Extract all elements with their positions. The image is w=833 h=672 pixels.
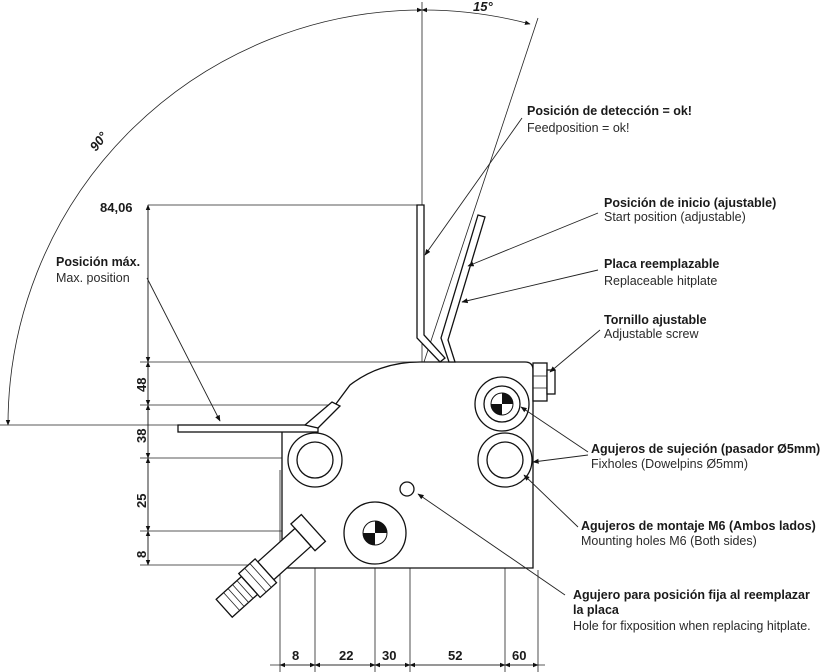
cable-connector: [215, 513, 327, 619]
callout-fixholes-es: Agujeros de sujeción (pasador Ø5mm): [591, 442, 820, 456]
collar-ridge-2: [244, 567, 267, 593]
callout-fixhole-es-1: Agujero para posición fija al reemplazar: [573, 588, 810, 602]
plug-ridge-1: [236, 580, 254, 599]
max-plate-bend: [303, 401, 342, 429]
connector-plug: [215, 575, 259, 619]
callout-hitplate-en: Replaceable hitplate: [604, 274, 717, 288]
callout-hitplate-es: Placa reemplazable: [604, 257, 719, 271]
vertical-dimensions: 84,06 48 38 25 8: [100, 200, 525, 566]
callout-detection-en: Feedposition = ok!: [527, 121, 630, 135]
dim-label-8: 8: [134, 551, 149, 558]
callout-screw-en: Adjustable screw: [604, 327, 699, 341]
callout-start-es: Posición de inicio (ajustable): [604, 196, 776, 210]
angle-90-label: 90°: [87, 128, 111, 153]
arc-15: [421, 7, 531, 25]
angle-15-label: 15°: [473, 0, 493, 14]
start-plate: [440, 214, 486, 363]
leader-fixhole-right: [532, 454, 589, 464]
callout-mounting-en: Mounting holes M6 (Both sides): [581, 534, 757, 548]
leader-mounting: [523, 474, 579, 528]
callout-start-en: Start position (adjustable): [604, 210, 746, 224]
callout-mounting-es: Agujeros de montaje M6 (Ambos lados): [581, 519, 816, 533]
dim-label-h60: 60: [512, 648, 526, 663]
center-mark-mount: [362, 520, 388, 546]
detection-plate: [416, 204, 446, 363]
dim-label-h8: 8: [292, 648, 299, 663]
dim-label-h30: 30: [382, 648, 396, 663]
leader-start: [467, 212, 599, 267]
dim-label-48: 48: [134, 378, 149, 392]
max-position-plate: [177, 424, 319, 433]
dim-label-h22: 22: [339, 648, 353, 663]
leader-lines: [146, 117, 601, 596]
fixhole-right-inner: [486, 441, 524, 479]
plug-ridge-3: [227, 588, 245, 607]
leader-fixhole-top: [520, 406, 589, 453]
callout-screw-es: Tornillo ajustable: [604, 313, 707, 327]
dim-label-84: 84,06: [100, 200, 133, 215]
angle-ray-15: [423, 17, 539, 363]
callouts: Posición de detección = ok! Feedposition…: [56, 104, 820, 633]
angle-arcs: 90° 15°: [0, 0, 539, 426]
sensor-body: [177, 204, 556, 569]
dim-label-25: 25: [134, 494, 149, 508]
fixhole-left-inner: [296, 441, 334, 479]
callout-fixhole-en: Hole for fixposition when replacing hitp…: [573, 619, 811, 633]
fixposition-hole: [399, 481, 415, 497]
plug-ridge-4: [223, 592, 240, 611]
leader-fixposition: [417, 493, 566, 596]
callout-fixholes-en: Fixholes (Dowelpins Ø5mm): [591, 457, 748, 471]
holes: [287, 376, 533, 565]
callout-fixhole-es-2: la placa: [573, 603, 620, 617]
callout-max-es: Posición máx.: [56, 255, 140, 269]
collar-ridge-1: [249, 563, 272, 588]
arc-90: [5, 7, 423, 426]
center-mark-top: [490, 392, 514, 416]
callout-detection-es: Posición de detección = ok!: [527, 104, 692, 118]
adjustable-screw-head: [532, 362, 548, 402]
leader-screw: [549, 329, 601, 373]
adjustable-screw-tip: [546, 369, 556, 395]
dim-label-h52: 52: [448, 648, 462, 663]
leader-max: [146, 277, 221, 422]
dim-label-38: 38: [134, 429, 149, 443]
leader-hitplate: [461, 269, 599, 304]
plug-ridge-2: [232, 584, 249, 603]
leader-detection: [424, 117, 523, 256]
callout-max-en: Max. position: [56, 271, 130, 285]
